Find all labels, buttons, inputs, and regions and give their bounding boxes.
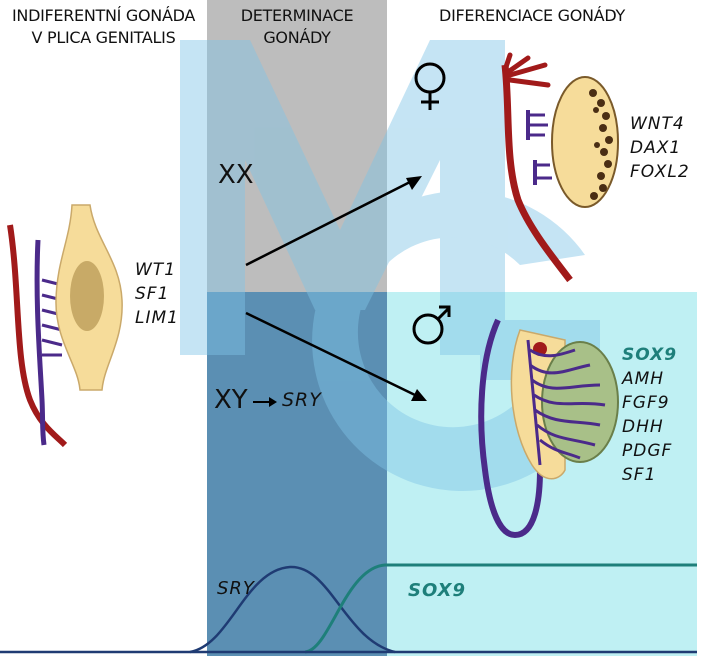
sry-expression-curve bbox=[189, 565, 396, 654]
gene-label: FGF9 bbox=[622, 393, 670, 413]
karyotype-xx: XX bbox=[218, 160, 254, 190]
gene-label: DHH bbox=[622, 417, 664, 437]
female-symbol-icon bbox=[414, 62, 446, 110]
female-gene-list: WNT4 DAX1 FOXL2 bbox=[630, 112, 690, 184]
indifferent-gonad-illustration bbox=[7, 204, 123, 448]
gene-label: SF1 bbox=[135, 284, 170, 304]
header-determination: DETERMINACE GONÁDY bbox=[207, 5, 387, 49]
gene-label: WT1 bbox=[135, 260, 177, 280]
arrow-xy-to-sry bbox=[253, 397, 277, 407]
gene-label: FOXL2 bbox=[630, 162, 690, 182]
gene-label: DAX1 bbox=[630, 138, 682, 158]
ovary-illustration bbox=[501, 52, 619, 283]
male-symbol-icon bbox=[412, 305, 451, 345]
header-differentiation: DIFERENCIACE GONÁDY bbox=[439, 6, 625, 25]
sox9-curve-label: SOX9 bbox=[408, 580, 467, 601]
gene-label-sox9: SOX9 bbox=[622, 345, 678, 365]
karyotype-xy: XY bbox=[214, 385, 248, 415]
gene-label: AMH bbox=[622, 369, 665, 389]
testis-illustration bbox=[478, 318, 619, 539]
arrow-to-female bbox=[245, 176, 422, 267]
sry-gene-label: SRY bbox=[282, 389, 322, 411]
gene-label: SF1 bbox=[622, 465, 657, 485]
gene-label: WNT4 bbox=[630, 114, 685, 134]
xy-band bbox=[207, 292, 387, 656]
indifferent-gene-list: WT1 SF1 LIM1 bbox=[135, 258, 179, 330]
arrow-to-male bbox=[245, 311, 427, 401]
header-indifferent-line2: V PLICA GENITALIS bbox=[31, 28, 176, 47]
male-gene-list: SOX9 AMH FGF9 DHH PDGF SF1 bbox=[622, 343, 677, 487]
sry-curve-label: SRY bbox=[217, 578, 255, 599]
header-indifferent: INDIFERENTNÍ GONÁDA V PLICA GENITALIS bbox=[0, 5, 207, 49]
header-indifferent-line1: INDIFERENTNÍ GONÁDA bbox=[12, 6, 195, 25]
gene-label: PDGF bbox=[622, 441, 673, 461]
header-determination-line1: DETERMINACE bbox=[240, 6, 354, 25]
gene-label: LIM1 bbox=[135, 308, 179, 328]
sox9-expression-curve bbox=[304, 563, 697, 654]
header-determination-line2: GONÁDY bbox=[263, 28, 331, 47]
